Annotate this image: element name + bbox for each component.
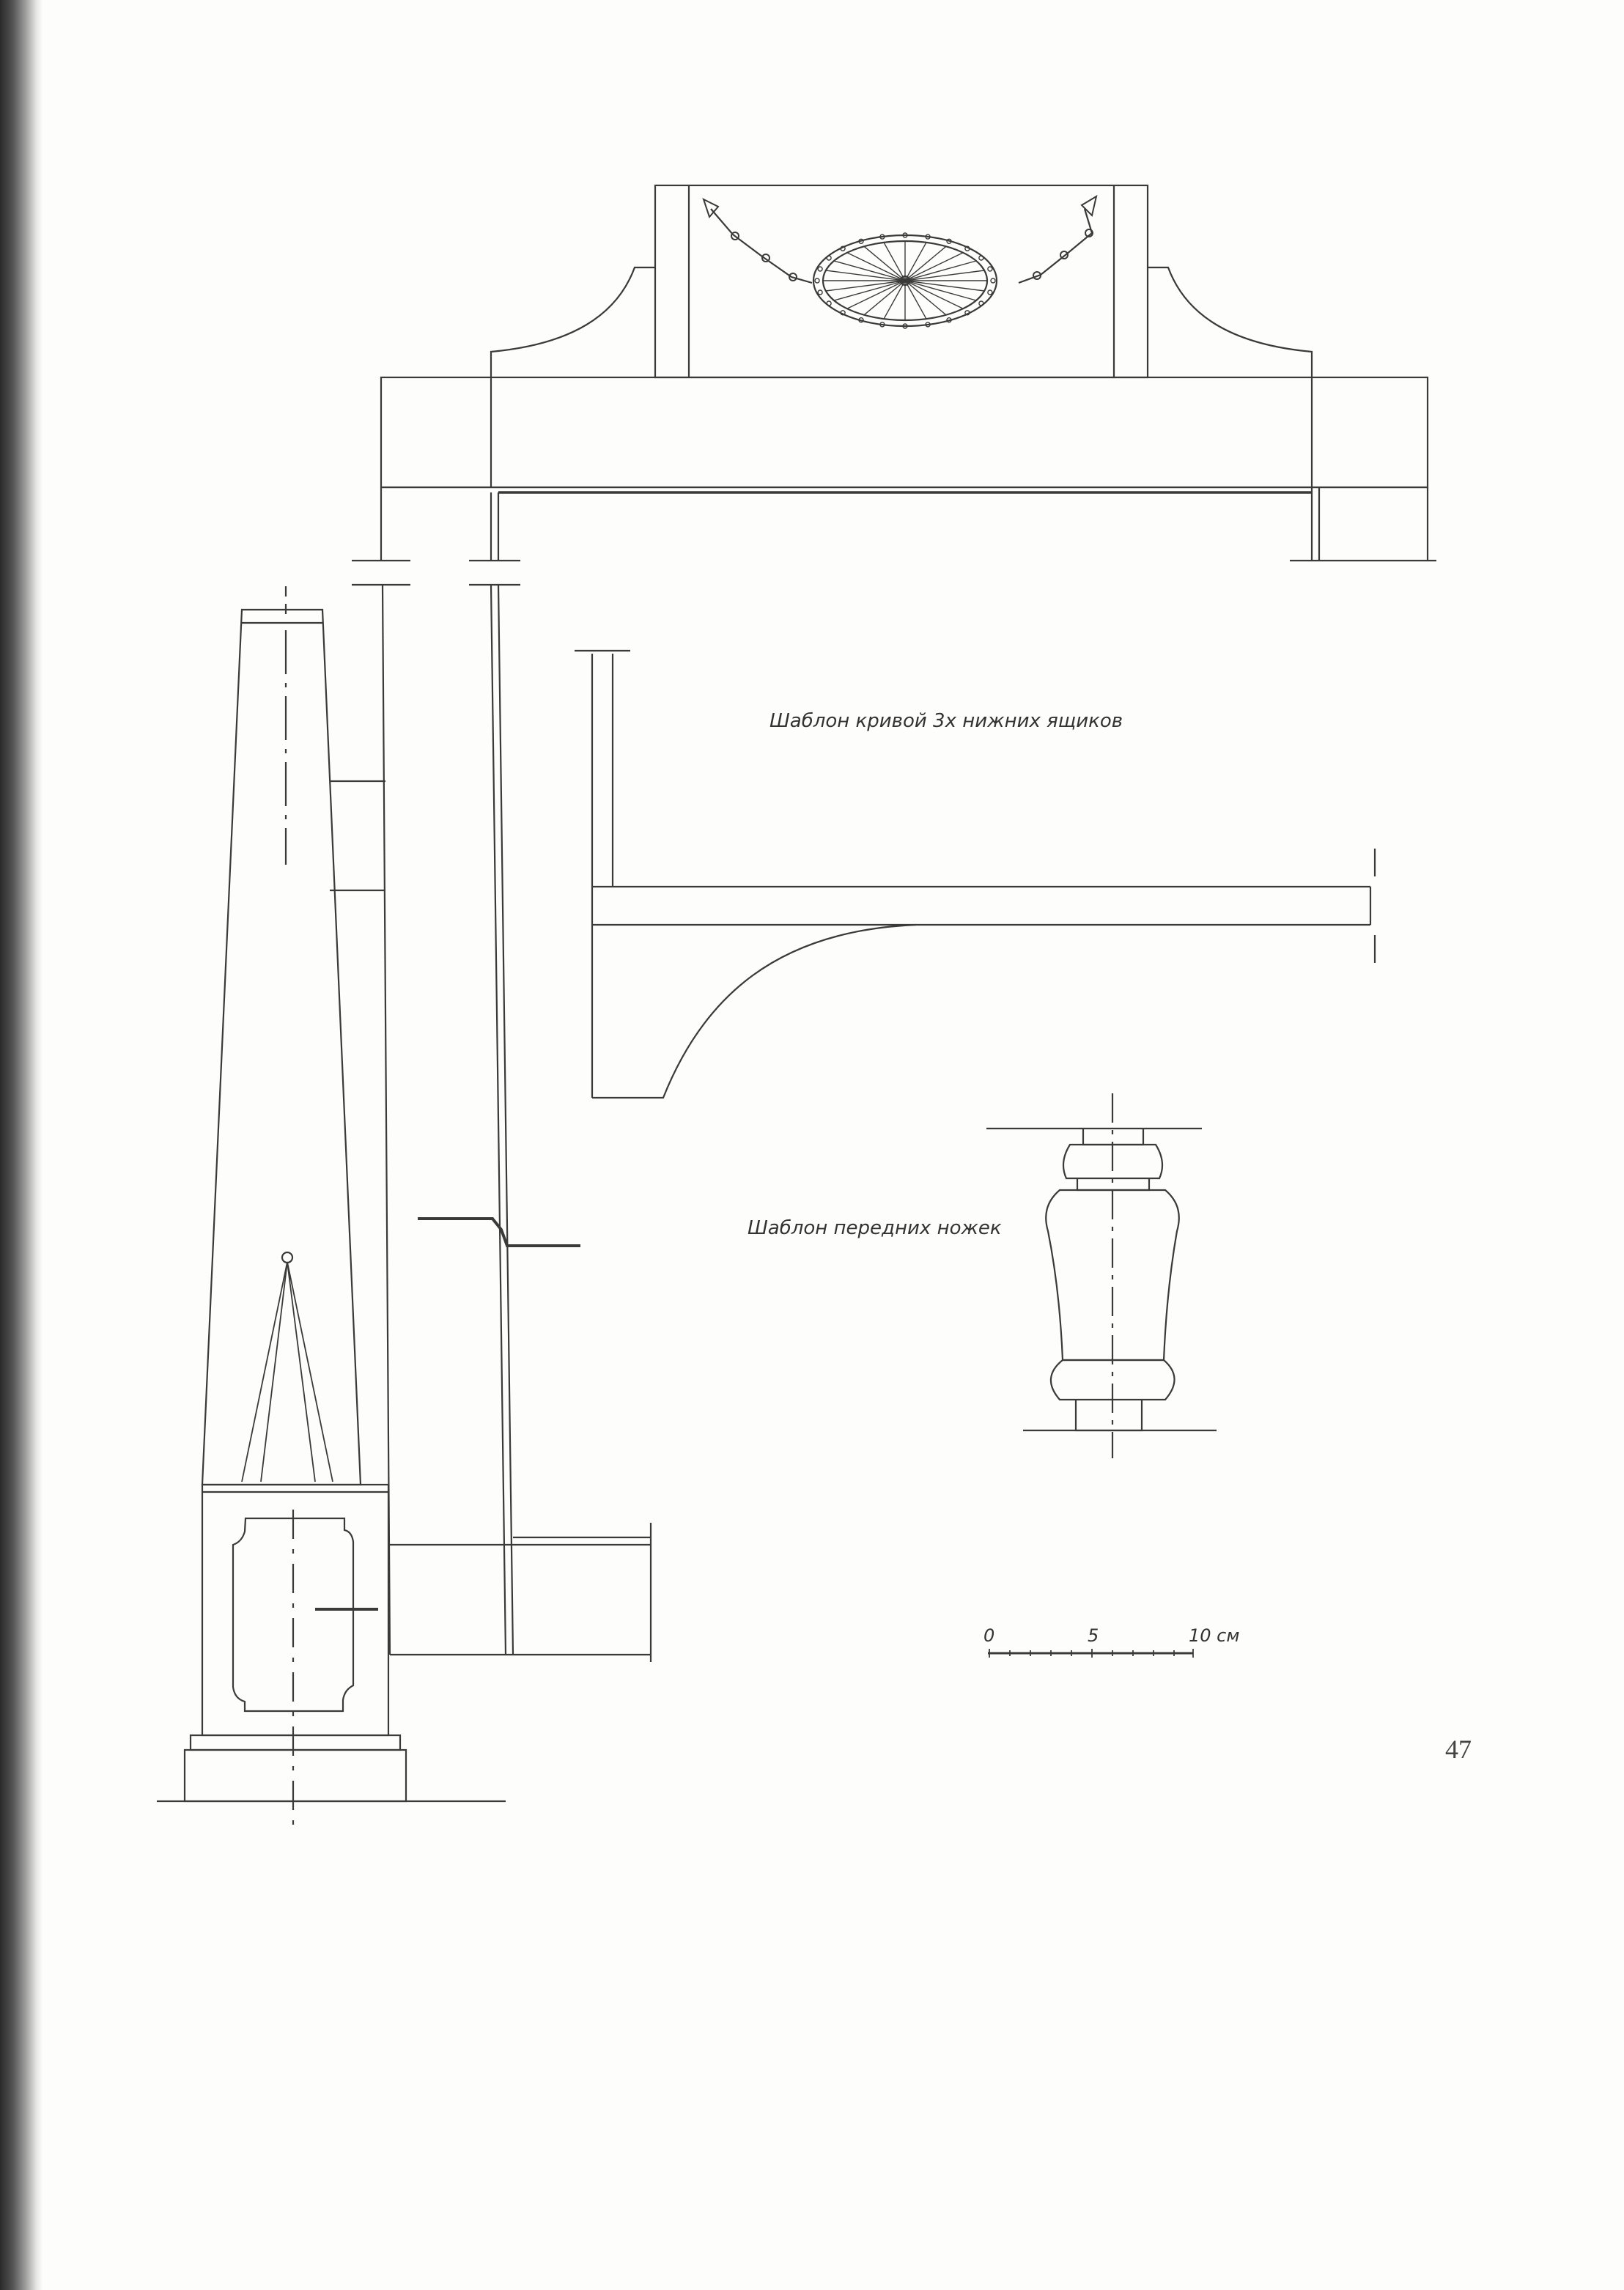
scale-tick-0: 0: [983, 1625, 994, 1646]
sunburst-ray: [904, 280, 927, 320]
sunburst-bead: [978, 255, 984, 261]
sunburst-ray: [904, 280, 977, 301]
sunburst-bead: [902, 323, 908, 329]
right-arrowhead: [1080, 194, 1098, 217]
sunburst-bead: [826, 255, 832, 261]
pedestal-step: [189, 1734, 402, 1751]
pedestal-base: [183, 1748, 407, 1803]
sunburst-ray: [904, 280, 964, 309]
book-binding-shadow: [0, 0, 43, 2290]
sunburst-ornament: [812, 232, 998, 329]
sunburst-ray: [904, 280, 985, 292]
moulding-profile: [418, 1217, 580, 1247]
sunburst-ray: [904, 252, 964, 281]
left-arrowhead: [702, 198, 720, 218]
sunburst-bead: [902, 232, 908, 238]
sunburst-ray: [883, 280, 906, 320]
sunburst-ray: [904, 260, 977, 281]
sunburst-bead: [814, 278, 820, 284]
sunburst-ray: [825, 270, 906, 281]
scale-tick-5: 5: [1088, 1625, 1099, 1646]
sunburst-ray: [863, 280, 906, 316]
sunburst-bead: [879, 322, 885, 328]
sunburst-bead: [946, 317, 952, 323]
cornice: [380, 376, 1429, 489]
left-scroll: [490, 266, 655, 377]
sunburst-bead: [925, 322, 931, 328]
sunburst-bead: [817, 289, 823, 295]
sunburst-bead: [840, 310, 846, 316]
sunburst-ray: [863, 245, 906, 281]
sunburst-bead: [964, 310, 970, 316]
sunburst-ray: [904, 280, 947, 316]
sunburst-ray: [846, 280, 906, 309]
cabinet-side-profile: [315, 584, 652, 1662]
finial-ball: [281, 1251, 294, 1264]
sunburst-bead: [826, 300, 832, 306]
pedestal-panel: [232, 1517, 355, 1713]
obelisk-shaft: [201, 608, 362, 1486]
sunburst-ray: [904, 270, 985, 281]
sunburst-ray: [846, 252, 906, 281]
scale-tick-10: 10 см: [1189, 1625, 1239, 1646]
sunburst-ray: [825, 280, 906, 292]
leg-bulb: [1049, 1359, 1175, 1401]
leg-foot: [1074, 1400, 1143, 1432]
page-number: 47: [1445, 1735, 1472, 1764]
sunburst-bead: [879, 234, 885, 240]
sunburst-bead: [987, 266, 993, 272]
triangle-inlay: [241, 1261, 333, 1482]
garland-beads: [731, 229, 1093, 281]
sunburst-ray: [833, 280, 906, 301]
sunburst-bead: [964, 245, 970, 251]
sunburst-bead: [817, 266, 823, 272]
sunburst-bead: [858, 317, 864, 323]
front-leg-template: [986, 1093, 1217, 1458]
sunburst-ray: [904, 245, 947, 281]
obelisk-finial: [157, 586, 506, 1832]
leg-collar: [1062, 1143, 1164, 1180]
sunburst-bead: [840, 245, 846, 251]
drawer-curve-template: [575, 649, 1376, 1099]
front-leg-label: Шаблон передних ножек: [748, 1217, 1002, 1239]
sunburst-bead: [978, 300, 984, 306]
scale-bar: [988, 1649, 1194, 1658]
cabinet-top-elevation: [352, 184, 1436, 586]
sunburst-ray: [833, 260, 906, 281]
right-scroll: [1148, 266, 1313, 377]
sunburst-bead: [987, 289, 993, 295]
drawer-curve: [592, 923, 917, 1099]
sunburst-bead: [925, 234, 931, 240]
sunburst-bead: [946, 238, 952, 244]
drawer-curve-label: Шаблон кривой 3х нижних ящиков: [769, 710, 1123, 732]
sunburst-bead: [858, 238, 864, 244]
sunburst-ray: [904, 242, 927, 281]
sunburst-ray: [883, 242, 906, 281]
sunburst-bead: [990, 278, 996, 284]
